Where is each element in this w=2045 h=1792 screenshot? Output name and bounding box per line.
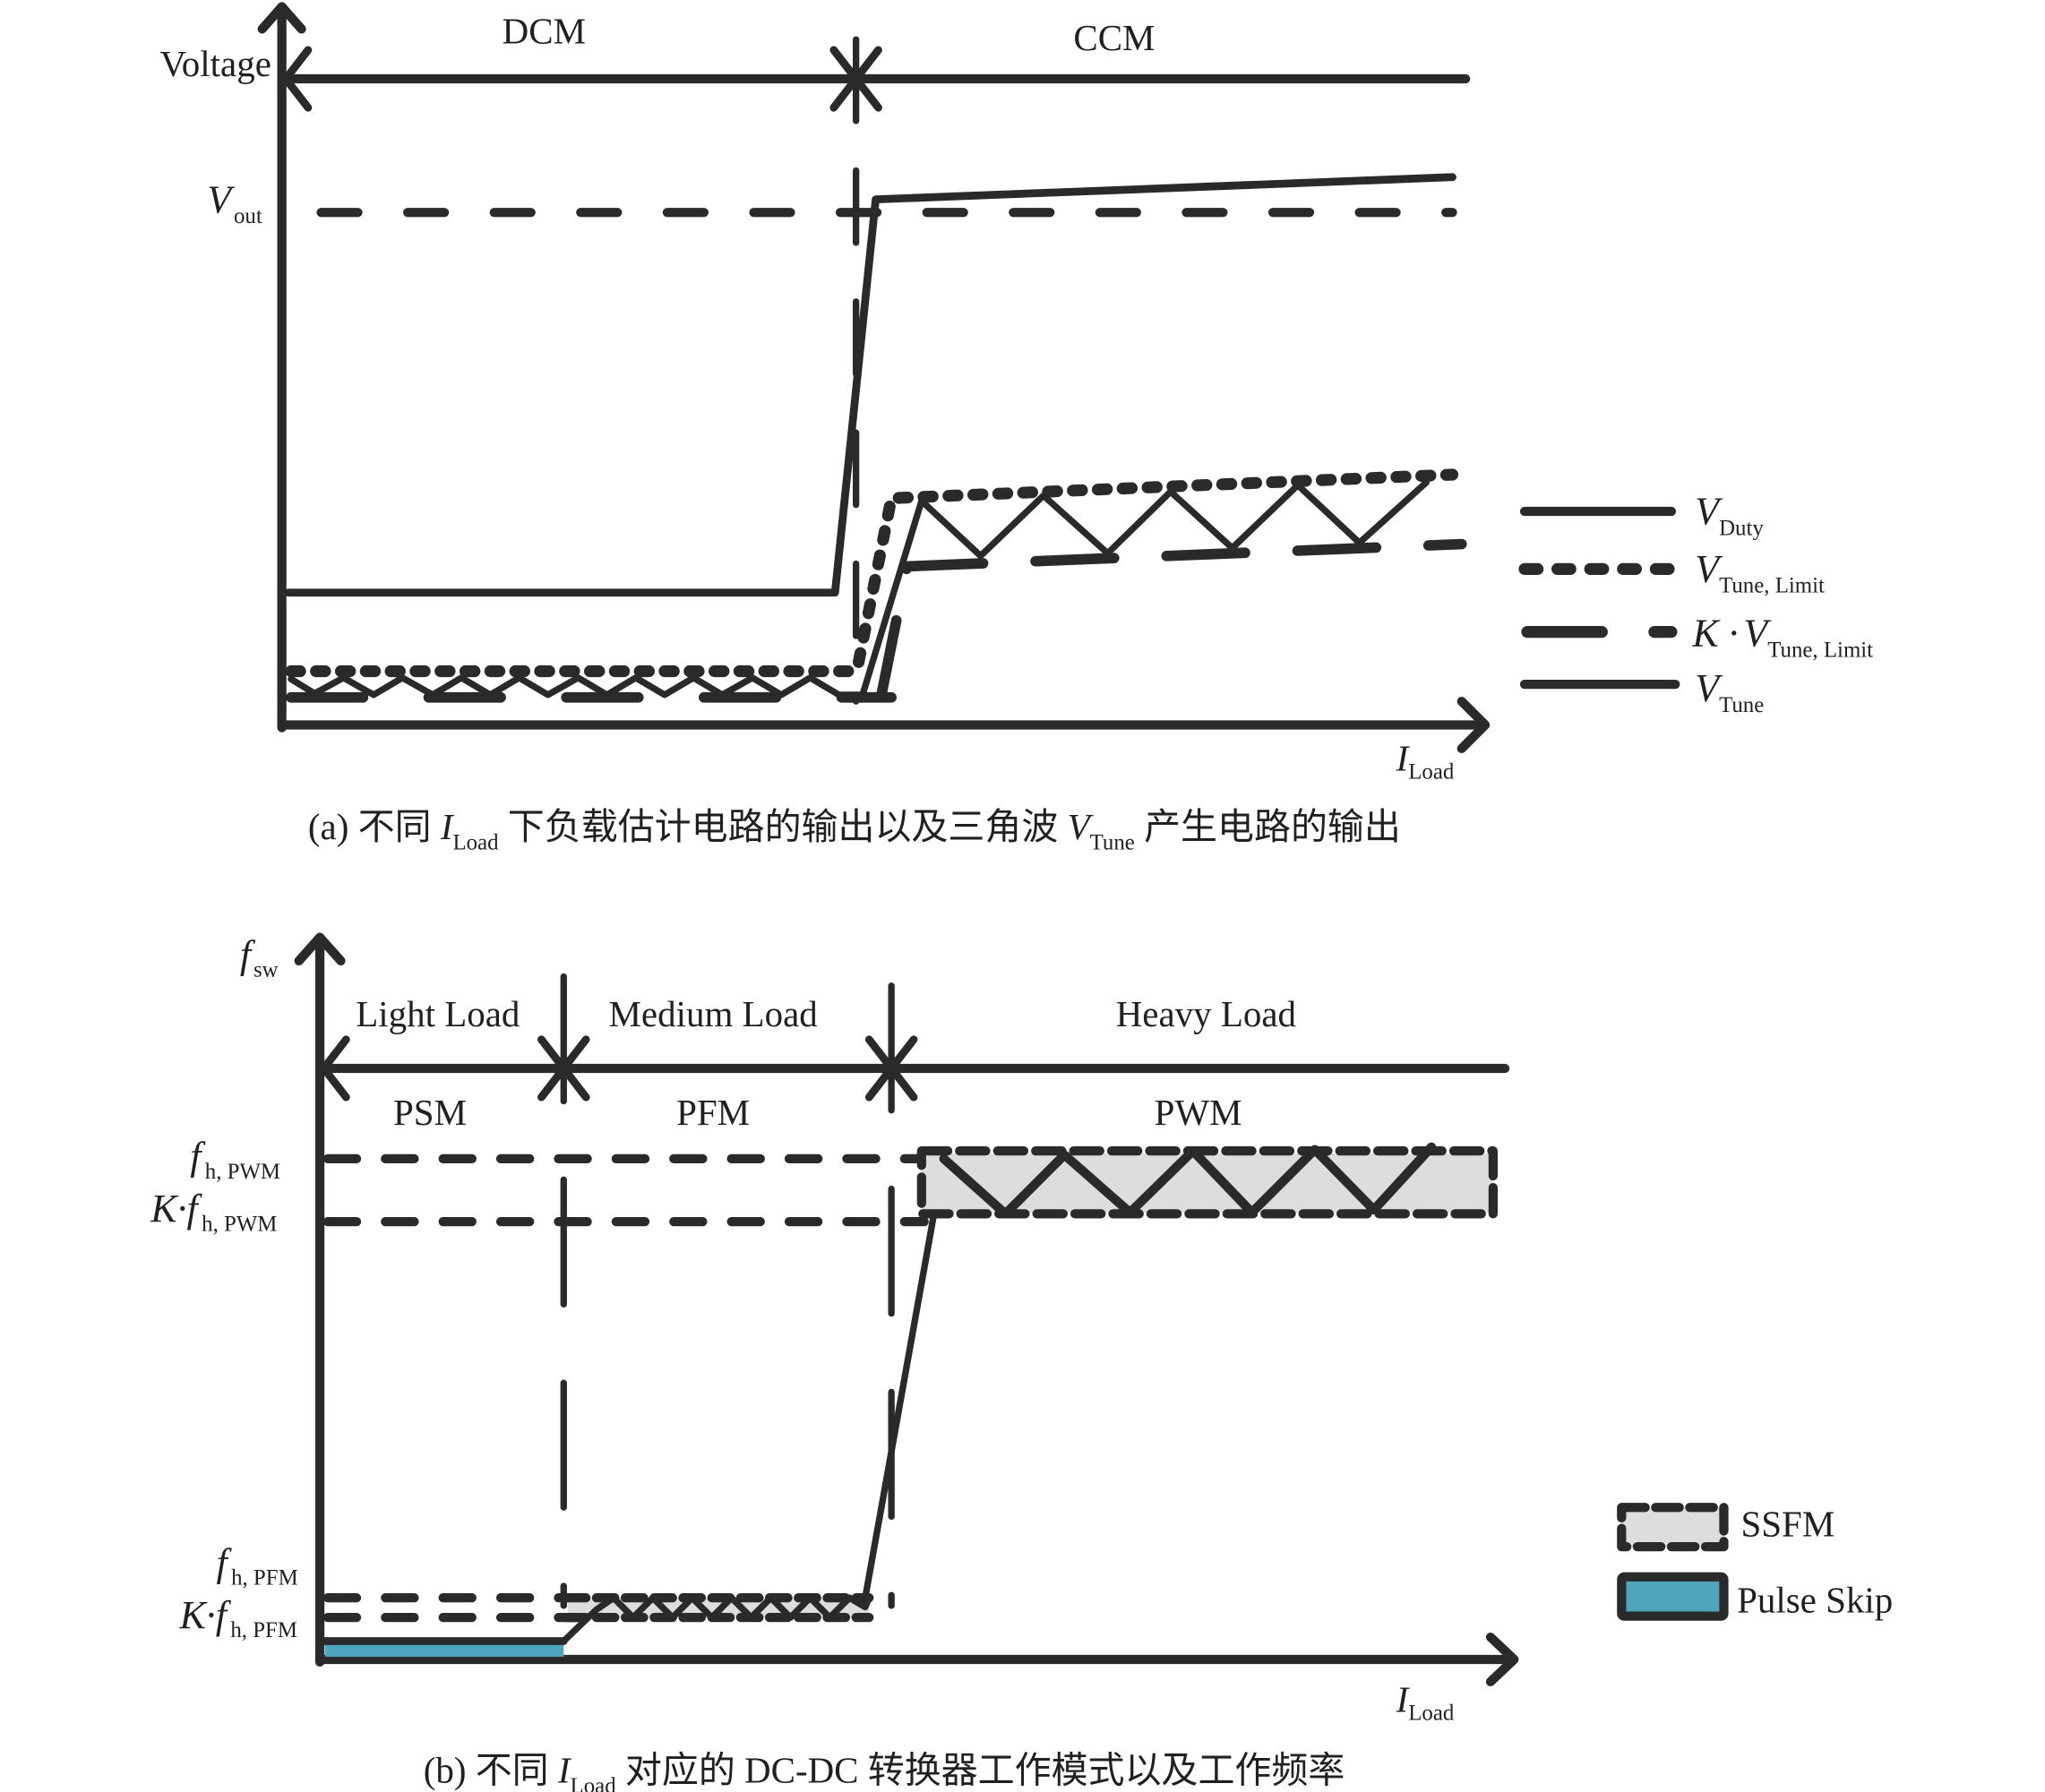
pwm-frequency-line xyxy=(939,1142,1437,1219)
v-tune-limit-ccm xyxy=(852,468,1459,668)
region-dcm-label: DCM xyxy=(503,11,586,52)
panel-a-caption: (a) 不同 ILoad 下负载估计电路的输出以及三角波 VTune 产生电路的… xyxy=(308,806,1401,855)
legend-label-k-v-tune-limit: K ·VTune, Limit xyxy=(1691,613,1873,663)
legend-swatch-pulse-skip xyxy=(1617,1572,1729,1621)
v-tune-line xyxy=(288,479,1430,699)
light-load-left-arrowhead xyxy=(320,1035,350,1102)
mode-psm-label: PSM xyxy=(393,1092,467,1133)
pulse-skip-region xyxy=(324,1642,564,1658)
region-heavy-load-label: Heavy Load xyxy=(1116,993,1296,1034)
region-left-arrowhead xyxy=(281,46,313,112)
region-ccm-label: CCM xyxy=(1073,17,1155,58)
pfm-to-pwm-transition xyxy=(862,1155,948,1601)
panel-a-y-arrowhead xyxy=(257,2,306,34)
panel-b-y-arrowhead xyxy=(294,932,346,966)
panel-a-x-arrowhead xyxy=(1456,697,1491,753)
legend-label-v-duty: VDuty xyxy=(1695,491,1764,541)
y-axis-label: Voltage xyxy=(160,43,271,84)
panel-b-caption: (b) 不同 ILoad 对应的 DC-DC 转换器工作模式以及工作频率 xyxy=(424,1750,1345,1792)
panel-b-legend: SSFM Pulse Skip xyxy=(1617,1503,1893,1621)
pfm-frequency-line xyxy=(560,1594,872,1645)
pwm-ssfm-border xyxy=(916,1146,1499,1219)
legend-label-ssfm: SSFM xyxy=(1740,1503,1834,1544)
k-v-tune-limit-ccm xyxy=(875,538,1467,703)
legend-swatch-ssfm xyxy=(1617,1503,1729,1552)
legend-label-pulse-skip: Pulse Skip xyxy=(1737,1579,1893,1620)
legend-label-v-tune: VTune xyxy=(1695,667,1764,717)
region-medium-load-label: Medium Load xyxy=(608,993,817,1034)
legend-swatch-ssfm-fill xyxy=(1621,1507,1724,1548)
mode-pwm-label: PWM xyxy=(1155,1092,1242,1133)
v-duty-line xyxy=(284,173,1456,597)
panel-a-x-axis-label: ILoad xyxy=(1396,738,1455,785)
legend-label-v-tune-limit: VTune, Limit xyxy=(1695,548,1825,598)
panel-a-legend: VDuty VTune, Limit K ·VTune, Limit VTune xyxy=(1518,491,1873,717)
panel-b-x-axis-label: ILoad xyxy=(1396,1679,1455,1726)
mode-pfm-label: PFM xyxy=(676,1092,750,1133)
region-light-load-label: Light Load xyxy=(356,993,520,1034)
panel-b-x-arrowhead xyxy=(1485,1632,1519,1686)
